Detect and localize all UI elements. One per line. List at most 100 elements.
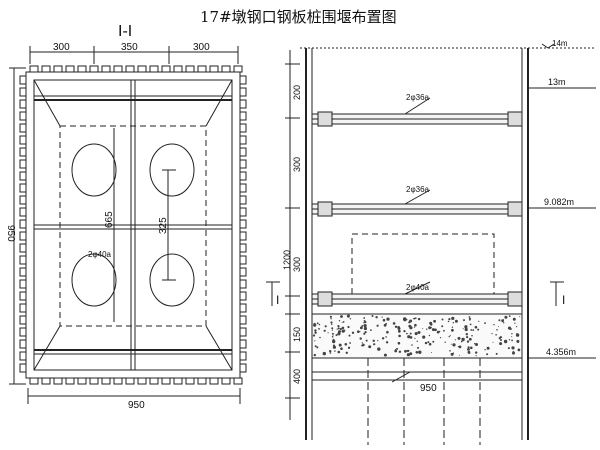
sheet-pile-tooth	[19, 183, 27, 193]
concrete-aggregate	[450, 352, 454, 356]
sheet-pile-tooth	[53, 65, 63, 73]
concrete-aggregate	[337, 350, 341, 354]
concrete-aggregate	[414, 323, 417, 327]
concrete-aggregate	[385, 336, 387, 338]
concrete-aggregate	[357, 330, 360, 334]
concrete-aggregate	[417, 331, 421, 334]
elevation-left-dimension: 200 300 1200 300 150 400	[282, 50, 302, 420]
concrete-aggregate	[359, 331, 361, 333]
concrete-aggregate	[452, 343, 456, 347]
concrete-aggregate	[468, 337, 472, 341]
concrete-aggregate	[431, 328, 435, 332]
concrete-aggregate	[486, 346, 490, 350]
concrete-aggregate	[341, 326, 345, 330]
sheet-pile-tooth	[239, 171, 247, 181]
concrete-aggregate	[331, 332, 334, 335]
sheet-pile-tooth	[19, 195, 27, 205]
concrete-aggregate	[319, 336, 321, 339]
concrete-aggregate	[468, 318, 471, 321]
concrete-aggregate	[462, 328, 464, 330]
concrete-aggregate	[447, 320, 450, 323]
sheet-pile-tooth	[53, 377, 63, 385]
concrete-aggregate	[517, 348, 521, 352]
concrete-aggregate	[472, 329, 475, 331]
concrete-aggregate	[339, 327, 342, 331]
concrete-aggregate	[363, 322, 365, 324]
concrete-aggregate	[338, 343, 342, 347]
concrete-aggregate	[498, 319, 501, 322]
concrete-aggregate	[409, 332, 412, 335]
sheet-pile-tooth	[239, 363, 247, 373]
concrete-aggregate	[477, 328, 480, 331]
concrete-aggregate	[330, 321, 333, 324]
sheet-pile-tooth	[239, 291, 247, 301]
concrete-aggregate	[449, 350, 451, 352]
concrete-aggregate	[381, 337, 385, 340]
sheet-pile-tooth	[41, 377, 51, 385]
concrete-aggregate	[411, 344, 413, 346]
concrete-aggregate	[441, 318, 444, 321]
concrete-aggregate	[495, 352, 498, 355]
concrete-aggregate	[441, 325, 444, 328]
concrete-aggregate	[323, 329, 326, 332]
elev-dim-6: 400	[292, 369, 302, 384]
sheet-pile-tooth	[137, 65, 147, 73]
concrete-aggregate	[398, 334, 401, 338]
concrete-aggregate	[426, 328, 428, 330]
concrete-aggregate	[337, 327, 340, 330]
concrete-aggregate	[498, 326, 500, 328]
elev-brace-2: 2φ36a	[311, 185, 523, 217]
elev-dim-2: 300	[292, 157, 302, 172]
concrete-aggregate	[496, 329, 498, 331]
concrete-aggregate	[370, 329, 372, 331]
sheet-pile-tooth	[221, 65, 231, 73]
concrete-aggregate	[404, 349, 407, 353]
concrete-aggregate	[331, 327, 334, 330]
sheet-pile-tooth	[41, 65, 51, 73]
concrete-aggregate	[346, 314, 350, 318]
concrete-aggregate	[327, 332, 329, 334]
sheet-pile-tooth	[19, 291, 27, 301]
elev-brace-3: 2φ40a	[311, 281, 523, 307]
concrete-aggregate	[407, 335, 411, 339]
concrete-aggregate	[413, 326, 416, 328]
sheet-pile-tooth	[19, 303, 27, 313]
concrete-aggregate	[430, 327, 432, 329]
concrete-aggregate	[341, 322, 343, 324]
concrete-aggregate	[363, 324, 367, 328]
concrete-aggregate	[457, 336, 461, 340]
plan-sheet-pile-profile	[19, 65, 247, 385]
elev-brace-1: 2φ36a	[311, 93, 523, 127]
concrete-aggregate	[397, 329, 401, 333]
sheet-pile-tooth	[19, 99, 27, 109]
sheet-pile-tooth	[19, 123, 27, 133]
concrete-aggregate	[414, 337, 416, 339]
concrete-aggregate	[376, 324, 379, 327]
concrete-aggregate	[392, 322, 396, 325]
sheet-pile-tooth	[19, 243, 27, 253]
concrete-aggregate	[385, 341, 389, 344]
concrete-aggregate	[422, 335, 426, 339]
concrete-aggregate	[316, 322, 319, 325]
sheet-pile-tooth	[19, 135, 27, 145]
sheet-pile-tooth	[101, 377, 111, 385]
concrete-aggregate	[347, 346, 351, 349]
plan-left-dim: 950	[5, 225, 16, 242]
elev-dim-4: 300	[292, 257, 302, 272]
concrete-aggregate	[451, 326, 454, 328]
sheet-pile-tooth	[19, 111, 27, 121]
concrete-aggregate	[517, 341, 519, 344]
elev-concrete-seal	[311, 313, 523, 359]
concrete-aggregate	[348, 334, 351, 337]
elev-section-mark-right: I	[550, 281, 565, 307]
concrete-aggregate	[428, 326, 432, 330]
concrete-aggregate	[398, 350, 402, 353]
sheet-pile-tooth	[239, 339, 247, 349]
concrete-aggregate	[471, 334, 473, 337]
concrete-aggregate	[342, 321, 345, 323]
concrete-aggregate	[372, 339, 375, 342]
concrete-aggregate	[428, 342, 432, 346]
sheet-pile-tooth	[125, 377, 135, 385]
sheet-pile-tooth	[197, 65, 207, 73]
concrete-aggregate	[508, 339, 511, 341]
